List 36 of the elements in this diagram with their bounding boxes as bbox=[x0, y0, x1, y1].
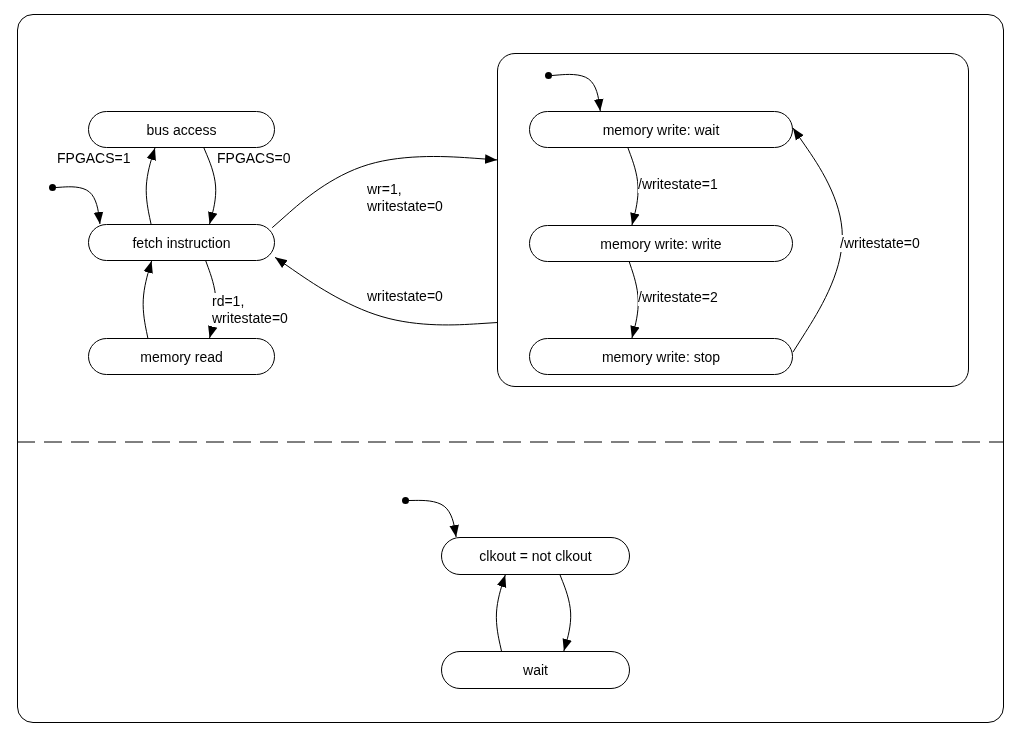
state-pill bbox=[529, 338, 793, 375]
initial-state-dot bbox=[545, 72, 552, 79]
transition-arrow bbox=[551, 73, 604, 112]
state-label: fetch instruction bbox=[132, 234, 231, 251]
state-label: wait bbox=[523, 662, 548, 678]
edge-label: /writestate=2 bbox=[638, 289, 718, 306]
transition-arrow bbox=[792, 127, 843, 353]
edge-label: /writestate=1 bbox=[638, 176, 718, 193]
state-pill bbox=[88, 338, 275, 375]
transition-arrow bbox=[145, 147, 156, 225]
state-pill bbox=[529, 111, 793, 148]
state-label: clkout = not clkout bbox=[479, 548, 592, 564]
transition-arrow bbox=[142, 260, 153, 339]
initial-state-dot bbox=[49, 184, 56, 191]
transition-arrow bbox=[628, 261, 640, 339]
state-pill bbox=[529, 225, 793, 262]
state-pill bbox=[441, 651, 630, 689]
state-label: memory write: write bbox=[600, 235, 722, 252]
state-label: memory read bbox=[140, 348, 223, 365]
transition-arrow bbox=[408, 499, 459, 538]
transition-arrow bbox=[627, 147, 640, 226]
transition-arrow bbox=[274, 256, 498, 326]
transition-arrow bbox=[271, 154, 498, 229]
edge-label: /writestate=0 bbox=[840, 235, 920, 252]
state-pill bbox=[88, 224, 275, 261]
transition-arrow bbox=[559, 574, 572, 652]
state-pill bbox=[88, 111, 275, 148]
state-label: bus access bbox=[146, 121, 217, 138]
composite-state-frame bbox=[497, 53, 969, 387]
transition-arrow bbox=[495, 574, 507, 652]
transition-arrow bbox=[203, 147, 218, 225]
state-label: memory write: wait bbox=[602, 121, 720, 138]
state-pill bbox=[441, 537, 630, 575]
state-label: memory write: stop bbox=[601, 348, 721, 365]
transition-arrow bbox=[55, 186, 104, 225]
initial-state-dot bbox=[402, 497, 409, 504]
